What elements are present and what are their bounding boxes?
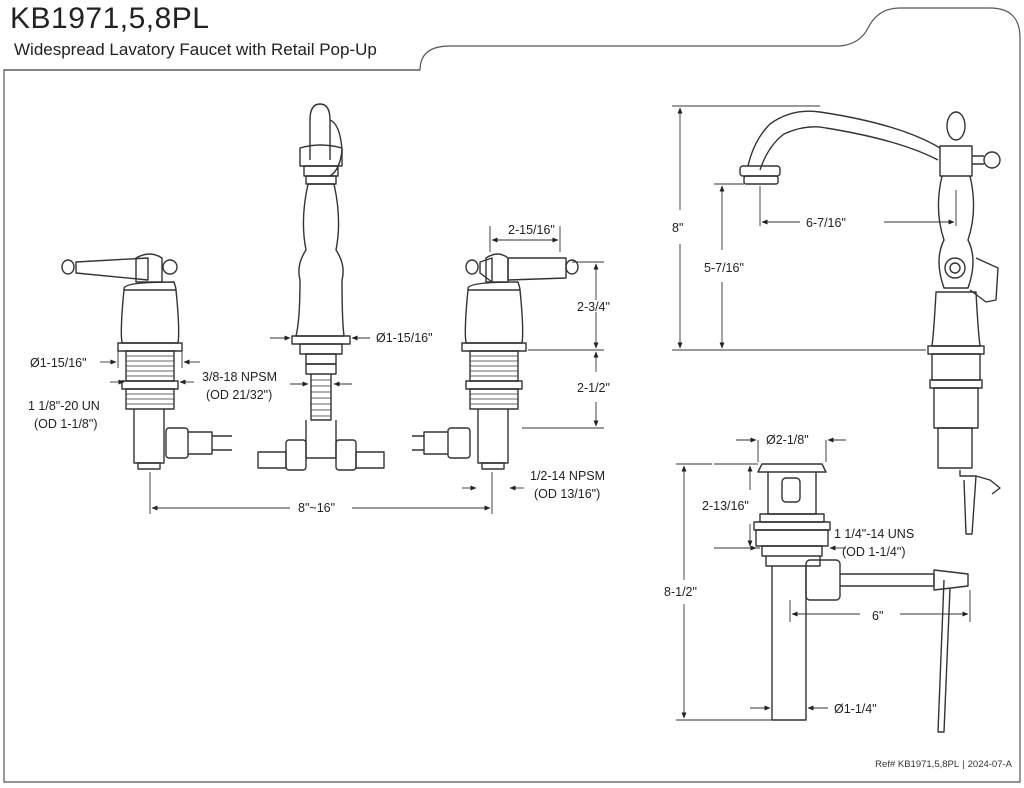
right-shank-threads (470, 355, 518, 405)
dim-handle-base-dia: Ø1-15/16" (30, 356, 87, 370)
left-shank-threads (126, 355, 174, 405)
footer-date: 2024-07-A (967, 759, 1012, 770)
footer-ref: Ref# KB1971,5,8PL (875, 759, 960, 770)
dim-overall-height: 8" (672, 221, 683, 235)
dim-handle-width: 2-15/16" (508, 223, 555, 237)
dim-drain-length: 8-1/2" (664, 585, 697, 599)
page-subtitle: Widespread Lavatory Faucet with Retail P… (14, 40, 377, 59)
dim-drain-thread: 1 1/4"-14 UNS (834, 527, 914, 541)
dim-handle-thread: 1 1/8"-20 UN (28, 399, 100, 413)
drain-assembly (753, 463, 969, 733)
page-title: KB1971,5,8PL (10, 2, 210, 35)
spout-threads (311, 379, 331, 417)
dim-handle-thread-od: (OD 1-1/8") (34, 417, 97, 431)
dim-pivot-rod-length: 6" (872, 609, 883, 623)
dim-drain-flange-height: 2-13/16" (702, 499, 749, 513)
dim-supply-thread-od: (OD 13/16") (534, 487, 600, 501)
dim-spout-thread: 3/8-18 NPSM (202, 370, 277, 384)
dim-spout-height: 5-7/16" (704, 261, 744, 275)
dim-handle-height: 2-3/4" (577, 300, 610, 314)
footer: Ref# KB1971,5,8PL|2024-07-A (875, 759, 1012, 770)
dim-spout-reach: 6-7/16" (806, 216, 846, 230)
dim-spout-thread-od: (OD 21/32") (206, 388, 272, 402)
right-handle-valve (412, 253, 579, 470)
footer-separator: | (962, 759, 965, 770)
sheet-border (3, 7, 1021, 783)
dim-drain-flange-dia: Ø2-1/8" (766, 433, 809, 447)
dim-shank-length: 2-1/2" (577, 381, 610, 395)
center-spout (257, 103, 385, 471)
dim-drain-thread-od: (OD 1-1/4") (842, 545, 905, 559)
left-handle-valve (61, 253, 232, 470)
dim-spout-base-dia: Ø1-15/16" (376, 331, 433, 345)
dim-center-spread: 8"~16" (298, 501, 335, 515)
dim-tailpiece-dia: Ø1-1/4" (834, 702, 877, 716)
dim-supply-thread: 1/2-14 NPSM (530, 469, 605, 483)
dimension-labels: Ø1-15/16" 1 1/8"-20 UN (OD 1-1/8") Ø1-15… (28, 216, 914, 716)
side-view-faucet (739, 110, 1001, 535)
